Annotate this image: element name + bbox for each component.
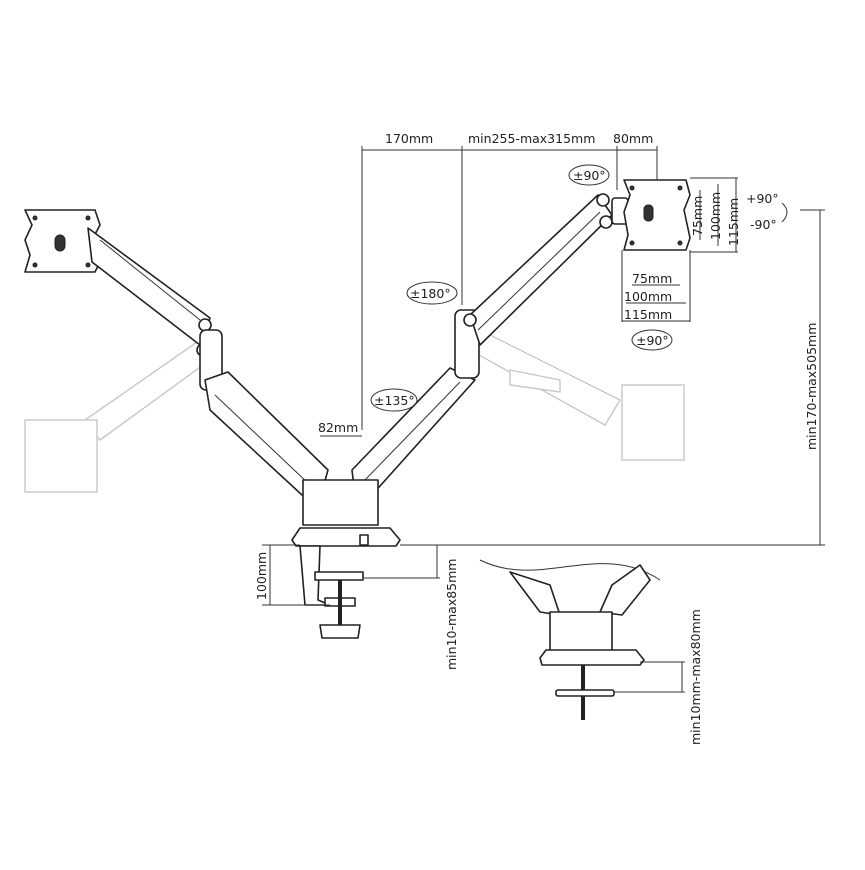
svg-text:+90°: +90° (746, 191, 779, 206)
left-vesa-plate (24, 209, 101, 273)
c-clamp (299, 545, 364, 639)
rotation-arm-badge: ±180° (406, 281, 458, 305)
dim-height-range: min170-max505mm (804, 323, 819, 450)
rotation-plate-badge: ±90° (631, 329, 673, 351)
right-upper-arm (463, 193, 629, 346)
dim-arm-reach: min255-max315mm (468, 131, 595, 146)
dim-vesa-h-100: 100mm (624, 289, 672, 304)
pole-base (291, 479, 401, 547)
rotation-base-badge: ±135° (370, 388, 418, 412)
tilt-indicator: +90° -90° (746, 191, 788, 232)
dim-grommet-range: min10mm-max80mm (688, 609, 703, 745)
left-upper-arm (87, 227, 212, 357)
dim-vesa-v-75: 75mm (690, 196, 705, 236)
svg-text:±90°: ±90° (573, 168, 606, 183)
grommet-inset (479, 559, 661, 720)
svg-text:-90°: -90° (750, 217, 777, 232)
dim-clamp-height: 100mm (254, 552, 269, 600)
dim-vesa-h-75: 75mm (632, 271, 672, 286)
svg-text:±180°: ±180° (410, 286, 451, 301)
dim-vesa-h-115: 115mm (624, 307, 672, 322)
dim-vesa-v-100: 100mm (708, 192, 723, 240)
right-vesa-plate (623, 179, 691, 251)
ghost-arm-lowered (24, 329, 685, 493)
dim-vesa-v-115: 115mm (726, 198, 741, 246)
dim-clamp-range: min10-max85mm (444, 559, 459, 670)
dimension-lines (262, 146, 825, 693)
svg-text:±135°: ±135° (374, 393, 415, 408)
tilt-arrow-icon (781, 202, 788, 223)
right-lower-arm (351, 367, 476, 496)
dim-top-offset: 170mm (385, 131, 433, 146)
left-lower-arm (204, 371, 329, 499)
svg-text:±90°: ±90° (636, 333, 669, 348)
dim-pole-gap: 82mm (318, 420, 358, 435)
rotation-head-badge: ±90° (568, 164, 610, 186)
dim-plate-offset: 80mm (613, 131, 653, 146)
